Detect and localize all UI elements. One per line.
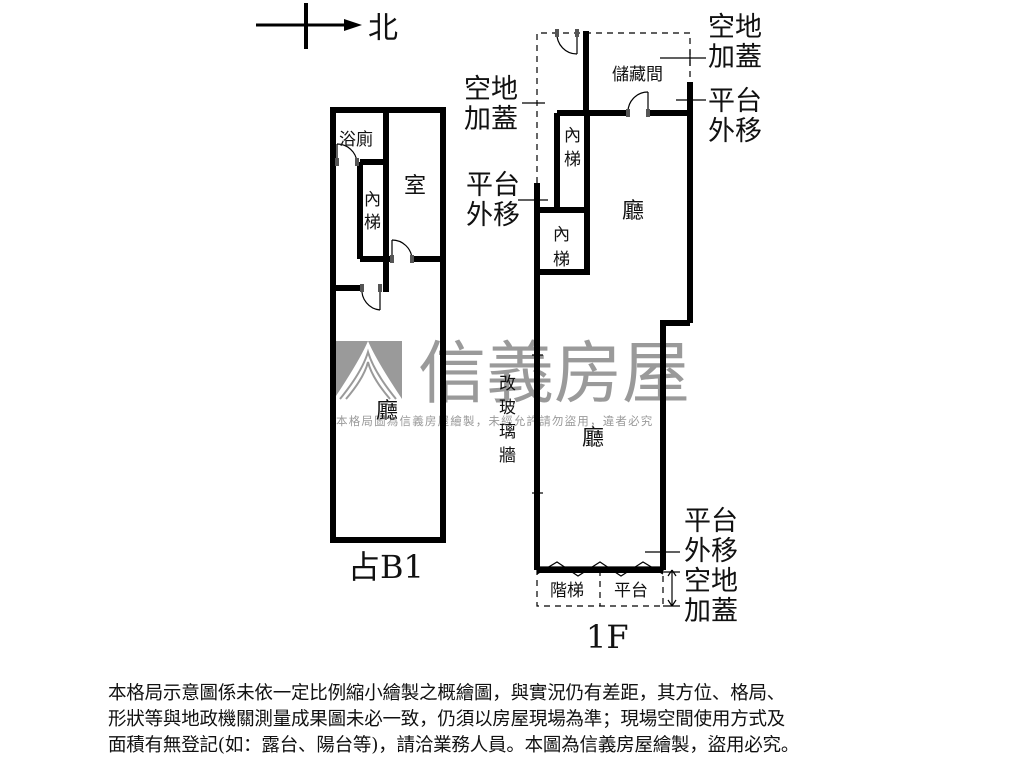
room-label-stair-a-2: 梯 <box>564 150 581 170</box>
svg-text:改: 改 <box>499 374 516 394</box>
room-label-bath: 浴廁 <box>339 129 373 150</box>
floor-1f-walls <box>534 31 693 573</box>
svg-text:加蓋: 加蓋 <box>708 42 762 73</box>
floor-1f-additions <box>536 32 691 607</box>
glass-wall-label: 改 玻 璃 牆 <box>499 374 516 466</box>
svg-text:空地: 空地 <box>708 12 762 43</box>
watermark-brand: 信義房屋 <box>418 335 690 414</box>
floor-title-b1: 占B1 <box>348 548 424 586</box>
room-label-living-upper: 廳 <box>622 199 644 224</box>
room-label-storage: 儲藏間 <box>612 65 663 85</box>
north-label: 北 <box>368 11 398 46</box>
room-label-stair-a-1: 內 <box>564 126 581 146</box>
room-label-front-platform: 平台 <box>614 581 648 601</box>
room-label-stair-b-2: 梯 <box>553 250 570 270</box>
annotation-leaders <box>518 50 706 607</box>
room-label-stair-2: 梯 <box>364 213 381 233</box>
floor-title-1f: 1F <box>586 618 629 656</box>
disclaimer-line: 面積有無登記(如：露台、陽台等)，請洽業務人員。本圖為信義房屋繪製，盜用必究。 <box>108 735 800 756</box>
room-label-living-b1: 廳 <box>376 399 398 424</box>
svg-text:空地: 空地 <box>684 566 738 597</box>
svg-text:加蓋: 加蓋 <box>464 104 518 135</box>
svg-text:玻: 玻 <box>499 398 516 418</box>
watermark-notice: 本格局圖為信義房屋繪製，未經允許請勿盜用，違者必究 <box>336 414 654 428</box>
room-label-stair-1: 內 <box>364 190 381 210</box>
north-arrow-icon <box>256 3 362 49</box>
annotation-top-right-addition: 空地 加蓋 <box>708 12 762 73</box>
svg-text:平台: 平台 <box>708 86 762 117</box>
disclaimer-line: 形狀等與地政機關測量成果圖未必一致，仍須以房屋現場為準；現場空間使用方式及 <box>108 709 786 730</box>
svg-text:外移: 外移 <box>708 116 762 147</box>
watermark: 信義房屋 本格局圖為信義房屋繪製，未經允許請勿盜用，違者必究 <box>334 335 690 428</box>
room-label-living-lower: 廳 <box>582 426 604 451</box>
room-label-bedroom: 室 <box>404 174 426 199</box>
svg-text:璃: 璃 <box>499 422 516 442</box>
room-label-front-stairs: 階梯 <box>550 581 584 601</box>
disclaimer-line: 本格局示意圖係未依一定比例縮小繪製之概繪圖，與實況仍有差距，其方位、格局、 <box>108 683 786 704</box>
svg-text:外移: 外移 <box>466 200 520 231</box>
annotation-top-right-platform: 平台 外移 <box>708 86 762 147</box>
annotation-left-addition: 空地 加蓋 <box>464 74 518 135</box>
room-label-stair-b-1: 內 <box>553 225 570 245</box>
annotation-bottom-addition: 空地 加蓋 <box>684 566 738 627</box>
svg-text:平台: 平台 <box>466 170 520 201</box>
watermark-logo-icon <box>334 341 402 400</box>
svg-text:平台: 平台 <box>684 506 738 537</box>
disclaimer-text: 本格局示意圖係未依一定比例縮小繪製之概繪圖，與實況仍有差距，其方位、格局、 形狀… <box>108 681 928 759</box>
svg-text:空地: 空地 <box>464 74 518 105</box>
annotation-left-platform: 平台 外移 <box>466 170 520 231</box>
annotation-bottom-platform: 平台 外移 <box>684 506 738 567</box>
svg-text:加蓋: 加蓋 <box>684 596 738 627</box>
svg-text:牆: 牆 <box>499 446 516 466</box>
svg-text:外移: 外移 <box>684 536 738 567</box>
floor-b1-walls <box>330 107 446 543</box>
